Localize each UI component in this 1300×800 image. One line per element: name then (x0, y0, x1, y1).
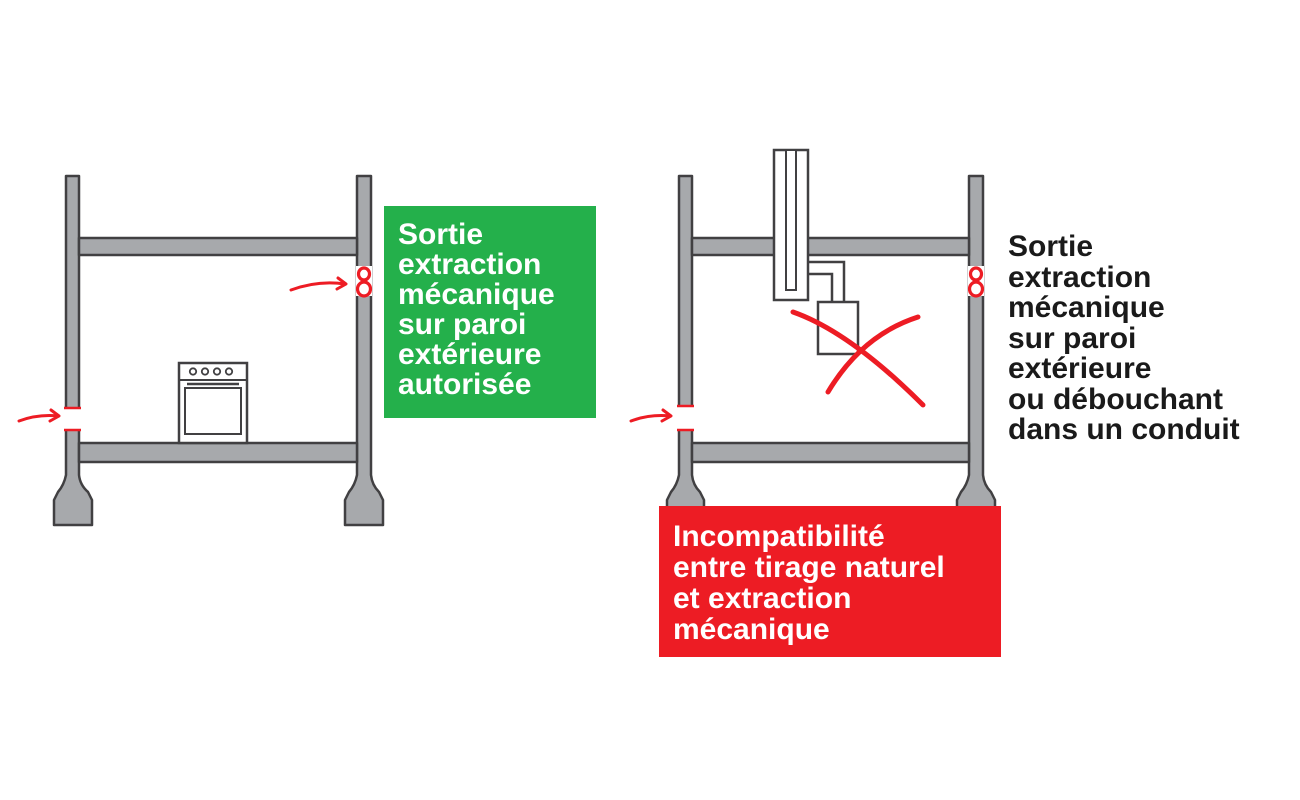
flue-duct-icon (772, 148, 846, 302)
left-extraction-outlet-icon (355, 266, 373, 298)
bottom-box-line: mécanique (673, 613, 830, 646)
left-building-floor-slab (77, 441, 359, 464)
left-building-right-wall (343, 174, 385, 527)
right-text-line: extraction (1008, 260, 1152, 294)
right-extraction-outlet-icon (967, 266, 985, 298)
incompatibility-warning-box: Incompatibilité entre tirage naturel et … (659, 506, 1001, 657)
left-extraction-arrow-icon (289, 276, 348, 292)
right-text-line: extérieure (1008, 352, 1152, 385)
left-building-left-wall (52, 174, 94, 527)
left-box-line: autorisée (398, 368, 532, 401)
left-box-line: Sortie (398, 218, 484, 251)
authorized-outlet-label-box: Sortie extraction mécanique sur paroi ex… (384, 206, 596, 418)
left-box-line: extraction (398, 248, 542, 281)
left-air-inlet-opening (64, 406, 81, 432)
left-box-line: mécanique (398, 278, 555, 311)
right-text-line: Sortie (1008, 230, 1094, 263)
left-building-ceiling-slab (77, 236, 359, 257)
right-text-line: dans un conduit (1008, 413, 1240, 446)
right-building-floor-slab (690, 441, 971, 464)
oven-icon (177, 361, 249, 445)
bottom-box-line: Incompatibilité (673, 520, 885, 553)
right-text-line: sur paroi (1008, 321, 1137, 355)
left-box-line: extérieure (398, 338, 542, 371)
left-box-line: sur paroi (398, 308, 527, 341)
left-building (52, 174, 385, 527)
cross-mark-icon (790, 309, 926, 408)
right-air-inlet-arrow-icon (629, 408, 673, 423)
right-text-line: mécanique (1008, 291, 1165, 324)
bottom-box-line: et extraction (673, 582, 852, 615)
outlet-or-duct-label: Sortie extraction mécanique sur paroi ex… (1008, 230, 1293, 446)
right-air-inlet-opening (677, 404, 694, 432)
right-building-ceiling-slab (690, 236, 971, 257)
right-text-line: ou débouchant (1008, 382, 1223, 416)
left-air-inlet-arrow-icon (17, 408, 61, 423)
bottom-box-line: entre tirage naturel (673, 551, 945, 584)
